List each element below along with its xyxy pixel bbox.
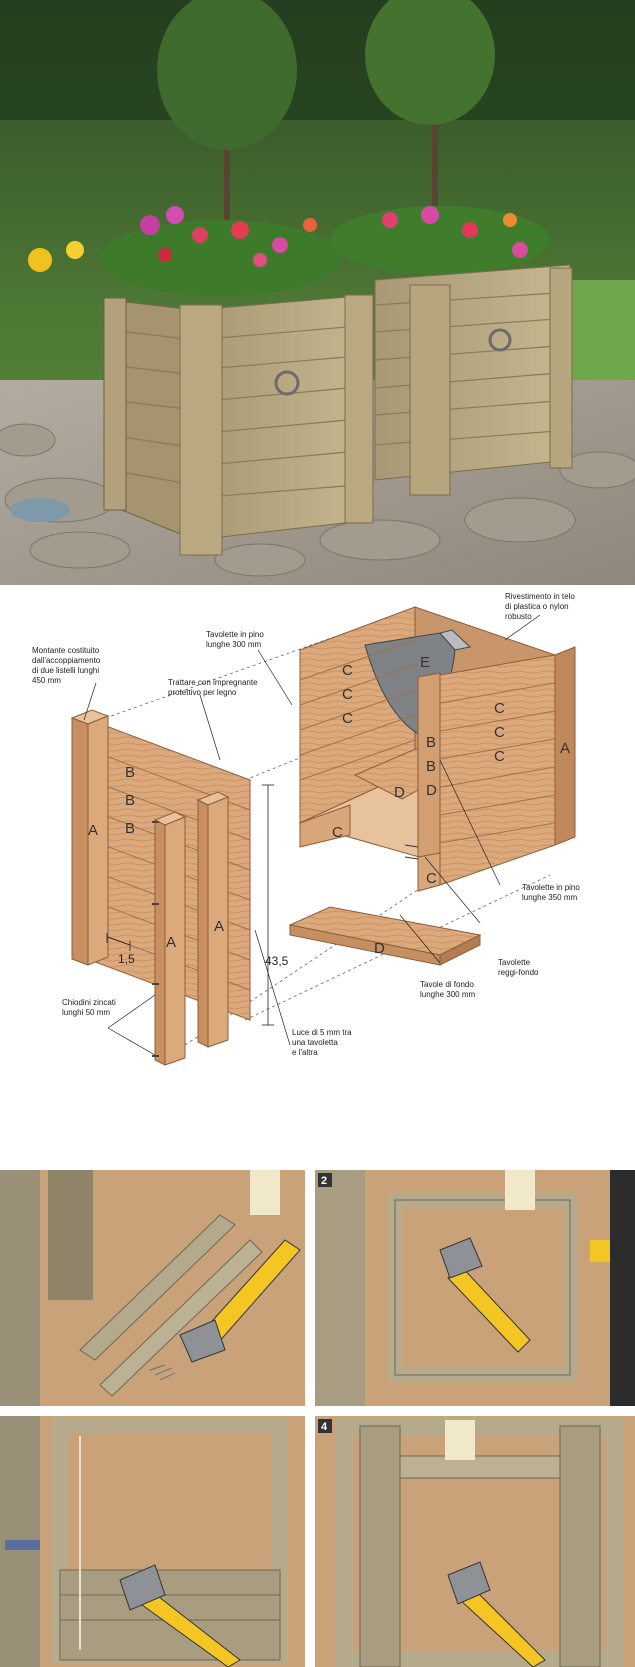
step-number-4: 4 [321,1421,328,1433]
label-tavolette-300: Tavolette in pino lunghe 300 mm [206,630,266,649]
letter-d-2: D [394,784,405,801]
assembled-box [298,606,576,892]
letter-c-6: C [494,748,505,765]
letter-c-3: C [342,710,353,727]
letter-c-8: C [426,870,437,887]
letter-a-box: A [560,740,570,757]
letter-b-5: B [426,758,436,775]
exploded-diagram: A A A A B B B B B C C C C C C C C D D D … [0,585,635,1170]
label-rivestimento: Rivestimento in telo di plastica o nylon… [505,592,577,621]
step-number-2: 2 [321,1175,327,1187]
letter-a-mid: A [166,934,176,951]
letter-a-right: A [214,918,224,935]
step-photo-1 [0,1170,305,1406]
label-tavolette-350: Tavolette in pino lunghe 350 mm [522,883,582,902]
label-montante: Montante costituito dall'accoppiamento d… [32,646,102,685]
step-photo-2: 2 [315,1170,635,1406]
letter-b-4: B [426,734,436,751]
dimension-height: 43,5 [265,954,289,968]
letter-b-3: B [125,820,135,837]
letter-e: E [420,654,430,671]
label-chiodini: Chiodini zincati lunghi 50 mm [62,998,118,1017]
step-photo-3 [0,1416,305,1667]
planter-left [103,294,374,556]
step-photo-4: 4 [315,1416,635,1667]
letter-c-1: C [342,662,353,679]
letter-b-1: B [125,764,135,781]
label-luce: Luce di 5 mm tra una tavoletta e l'altra [292,1028,354,1057]
label-reggi-fondo: Tavolette reggi-fondo [498,958,539,977]
letter-c-4: C [494,700,505,717]
letter-b-2: B [125,792,135,809]
dimension-offset: 1,5 [118,952,135,966]
letter-c-7: C [332,824,343,841]
planters-photo [0,0,635,585]
assembly-steps: 2 4 [0,1170,635,1667]
letter-c-2: C [342,686,353,703]
planter-right [374,264,573,496]
letter-d-3: D [374,940,385,957]
label-trattare: Trattare con impregnante protettivo per … [168,678,260,697]
letter-a-left: A [88,822,98,839]
label-tavole-fondo: Tavole di fondo lunghe 300 mm [420,980,476,999]
letter-c-5: C [494,724,505,741]
letter-d-1: D [426,782,437,799]
